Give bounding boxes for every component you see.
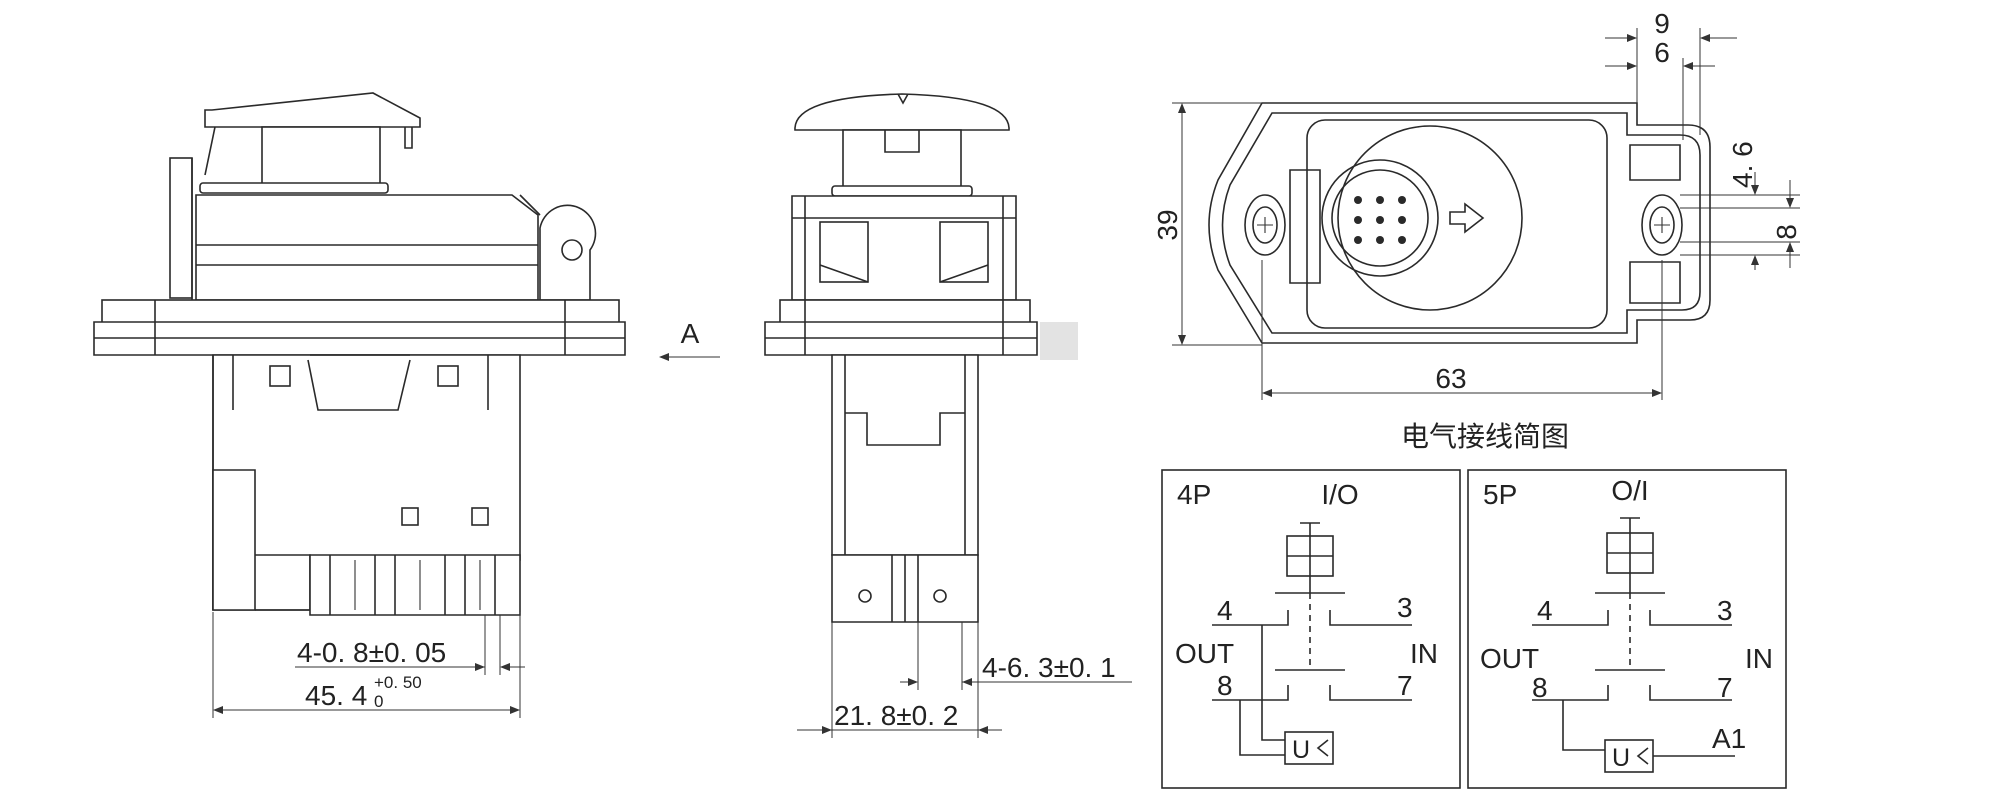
pin-width-dimension: 4-6. 3±0. 1 — [982, 652, 1116, 683]
terminal-7-4p: 7 — [1397, 670, 1413, 701]
poles-label-4p: 4P — [1177, 479, 1211, 510]
view-arrow-label: A — [681, 318, 700, 349]
dimension-63: 63 — [1435, 363, 1466, 394]
wiring-diagram-5p: 5P O/I 4 3 8 7 OUT IN U A1 — [1467, 469, 1787, 789]
terminal-3-4p: 3 — [1397, 592, 1413, 623]
wiring-diagram-4p: 4P I/O 4 3 8 7 OUT IN U — [1161, 469, 1461, 789]
body-width-tolerance-upper: +0. 50 — [374, 673, 422, 692]
switch-label-4p: I/O — [1321, 479, 1358, 510]
switch-label-5p: O/I — [1611, 475, 1648, 506]
wiring-diagram-title: 电气接线简图 — [1401, 421, 1569, 452]
terminal-8-4p: 8 — [1217, 670, 1233, 701]
terminal-3-5p: 3 — [1717, 595, 1733, 626]
terminal-7-5p: 7 — [1717, 672, 1733, 703]
front-width-dimension: 21. 8±0. 2 — [834, 700, 958, 731]
poles-label-5p: 5P — [1483, 479, 1517, 510]
front-view: 4-6. 3±0. 1 21. 8±0. 2 — [764, 93, 1132, 738]
coil-label-5p: U — [1612, 744, 1630, 772]
dimension-4-6: 4. 6 — [1727, 141, 1758, 188]
body-width-tolerance-lower: 0 — [374, 692, 383, 711]
dimension-39: 39 — [1152, 209, 1183, 240]
dimension-9: 9 — [1654, 8, 1670, 39]
terminal-4-4p: 4 — [1217, 595, 1233, 626]
dimension-6: 6 — [1654, 37, 1670, 68]
coil-label-4p: U — [1292, 736, 1310, 764]
side-view: A 4-0. 8±0. 05 45. 4 +0. 50 0 — [93, 92, 720, 718]
terminal-4-5p: 4 — [1537, 595, 1553, 626]
out-label-5p: OUT — [1480, 643, 1539, 674]
top-view: 9 6 4. 6 8 39 63 — [1152, 8, 1802, 400]
pin-thickness-dimension: 4-0. 8±0. 05 — [297, 637, 446, 668]
terminal-8-5p: 8 — [1532, 672, 1548, 703]
in-label-4p: IN — [1410, 638, 1438, 669]
terminal-a1-5p: A1 — [1712, 723, 1746, 754]
in-label-5p: IN — [1745, 643, 1773, 674]
out-label-4p: OUT — [1175, 638, 1234, 669]
gray-patch — [1040, 322, 1078, 360]
body-width-dimension: 45. 4 — [305, 680, 367, 711]
dimension-8: 8 — [1771, 224, 1802, 240]
